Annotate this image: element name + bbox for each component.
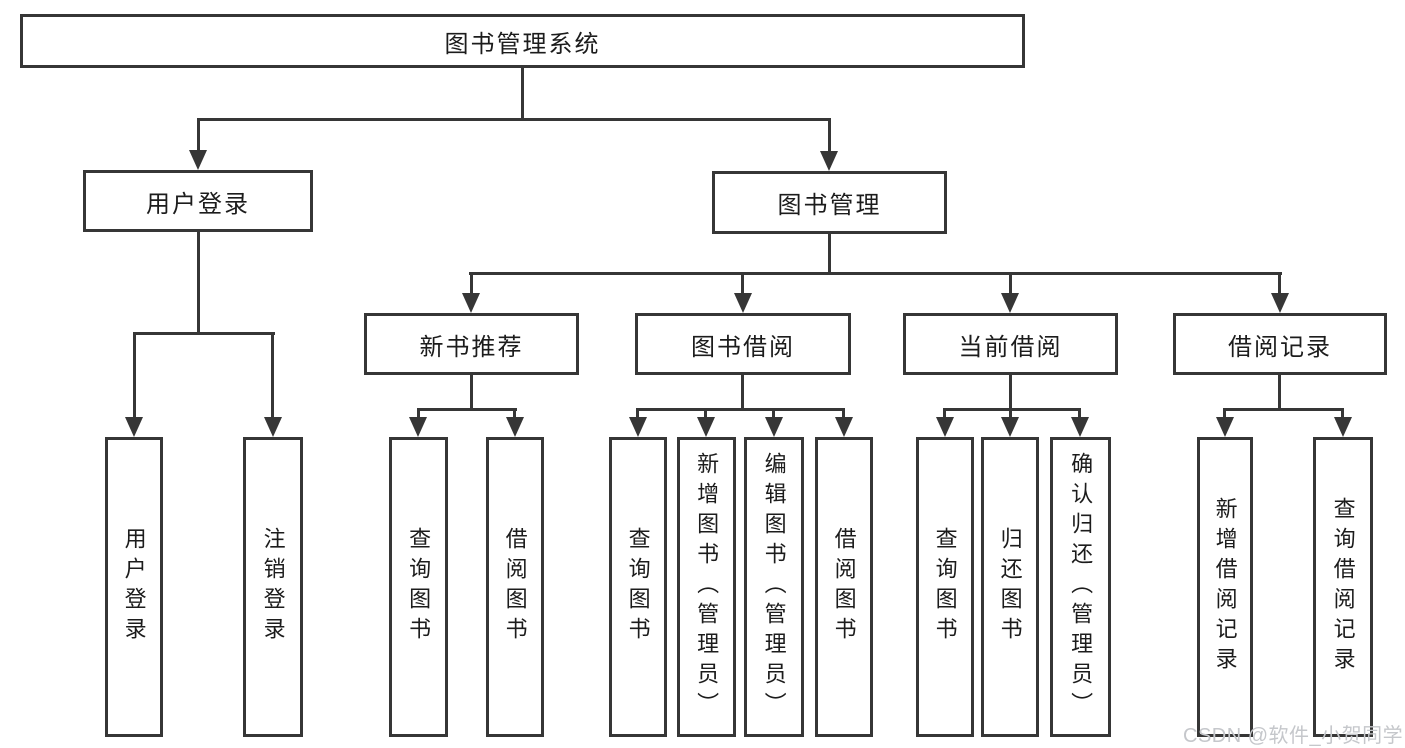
connector-vline (1009, 408, 1012, 419)
leaf-add-book-admin: 新增图书（管理员） (677, 437, 736, 737)
leaf-borrow-books: 借阅图书 (815, 437, 873, 737)
connector-vline (842, 408, 845, 419)
leaf-label: 借阅图书 (502, 527, 528, 647)
leaf-query-books-current: 查询图书 (916, 437, 974, 737)
leaf-label: 借阅图书 (831, 527, 857, 647)
connector-vline (1278, 375, 1281, 411)
leaf-label: 用户登录 (121, 527, 147, 647)
connector-hline (637, 408, 845, 411)
connector-vline (1278, 272, 1281, 295)
arrow-down-icon (409, 417, 427, 437)
node-label: 新书推荐 (419, 333, 524, 361)
node-label: 用户登录 (146, 190, 250, 218)
leaf-edit-book-admin: 编辑图书（管理员） (744, 437, 804, 737)
connector-vline (943, 408, 946, 419)
connector-vline (1009, 375, 1012, 411)
connector-hline (417, 408, 517, 411)
node-label: 图书管理系统 (444, 30, 601, 58)
arrow-down-icon (1001, 417, 1019, 437)
leaf-label: 新增图书（管理员） (694, 452, 720, 722)
connector-vline (513, 408, 516, 419)
csdn-watermark: CSDN @软件_小贺同学 (1183, 725, 1404, 747)
arrow-down-icon (1271, 293, 1289, 313)
leaf-label: 编辑图书（管理员） (761, 452, 787, 722)
node-label: 借阅记录 (1228, 333, 1332, 361)
arrow-down-icon (1001, 293, 1019, 313)
arrow-down-icon (734, 293, 752, 313)
arrow-down-icon (462, 293, 480, 313)
node-library-system: 图书管理系统 (20, 14, 1025, 68)
leaf-label: 查询图书 (932, 527, 958, 647)
connector-vline (1223, 408, 1226, 419)
connector-hline (469, 272, 1282, 275)
node-book-borrow: 图书借阅 (635, 313, 851, 375)
arrow-down-icon (835, 417, 853, 437)
arrow-down-icon (189, 150, 207, 170)
arrow-down-icon (506, 417, 524, 437)
arrow-down-icon (697, 417, 715, 437)
connector-vline (772, 408, 775, 419)
leaf-query-books-recommend: 查询图书 (389, 437, 448, 737)
connector-vline (197, 118, 200, 152)
arrow-down-icon (936, 417, 954, 437)
leaf-add-borrow-record: 新增借阅记录 (1197, 437, 1253, 737)
connector-vline (417, 408, 420, 419)
leaf-label: 归还图书 (997, 527, 1023, 647)
connector-vline (470, 375, 473, 411)
leaf-logout: 注销登录 (243, 437, 303, 737)
connector-vline (1009, 272, 1012, 295)
connector-vline (1078, 408, 1081, 419)
leaf-label: 查询借阅记录 (1330, 497, 1356, 677)
connector-vline (133, 332, 136, 419)
connector-vline (704, 408, 707, 419)
leaf-query-books-borrow: 查询图书 (609, 437, 667, 737)
leaf-borrow-books-recommend: 借阅图书 (486, 437, 544, 737)
arrow-down-icon (1216, 417, 1234, 437)
connector-hline (133, 332, 275, 335)
arrow-down-icon (820, 151, 838, 171)
node-current-borrow: 当前借阅 (903, 313, 1118, 375)
arrow-down-icon (125, 417, 143, 437)
connector-vline (470, 272, 473, 295)
connector-vline (741, 272, 744, 295)
connector-vline (1341, 408, 1344, 419)
leaf-return-books: 归还图书 (981, 437, 1039, 737)
leaf-label: 新增借阅记录 (1212, 497, 1238, 677)
connector-hline (197, 118, 831, 121)
leaf-confirm-return-admin: 确认归还（管理员） (1050, 437, 1111, 737)
connector-vline (521, 68, 524, 121)
node-borrow-records: 借阅记录 (1173, 313, 1387, 375)
node-book-management: 图书管理 (712, 171, 947, 234)
arrow-down-icon (629, 417, 647, 437)
leaf-label: 注销登录 (260, 527, 286, 647)
connector-vline (741, 375, 744, 411)
node-label: 图书借阅 (691, 333, 795, 361)
connector-vline (636, 408, 639, 419)
connector-vline (828, 234, 831, 275)
node-new-book-recommend: 新书推荐 (364, 313, 579, 375)
node-user-login: 用户登录 (83, 170, 313, 232)
connector-hline (1224, 408, 1344, 411)
connector-vline (197, 232, 200, 335)
arrow-down-icon (1071, 417, 1089, 437)
leaf-label: 查询图书 (406, 527, 432, 647)
arrow-down-icon (765, 417, 783, 437)
leaf-user-login: 用户登录 (105, 437, 163, 737)
leaf-label: 查询图书 (625, 527, 651, 647)
leaf-query-borrow-record: 查询借阅记录 (1313, 437, 1373, 737)
connector-vline (828, 118, 831, 153)
node-label: 图书管理 (777, 192, 882, 219)
node-label: 当前借阅 (958, 333, 1063, 361)
leaf-label: 确认归还（管理员） (1068, 452, 1094, 722)
arrow-down-icon (1334, 417, 1352, 437)
connector-vline (271, 332, 274, 419)
connector-hline (944, 408, 1081, 411)
arrow-down-icon (264, 417, 282, 437)
